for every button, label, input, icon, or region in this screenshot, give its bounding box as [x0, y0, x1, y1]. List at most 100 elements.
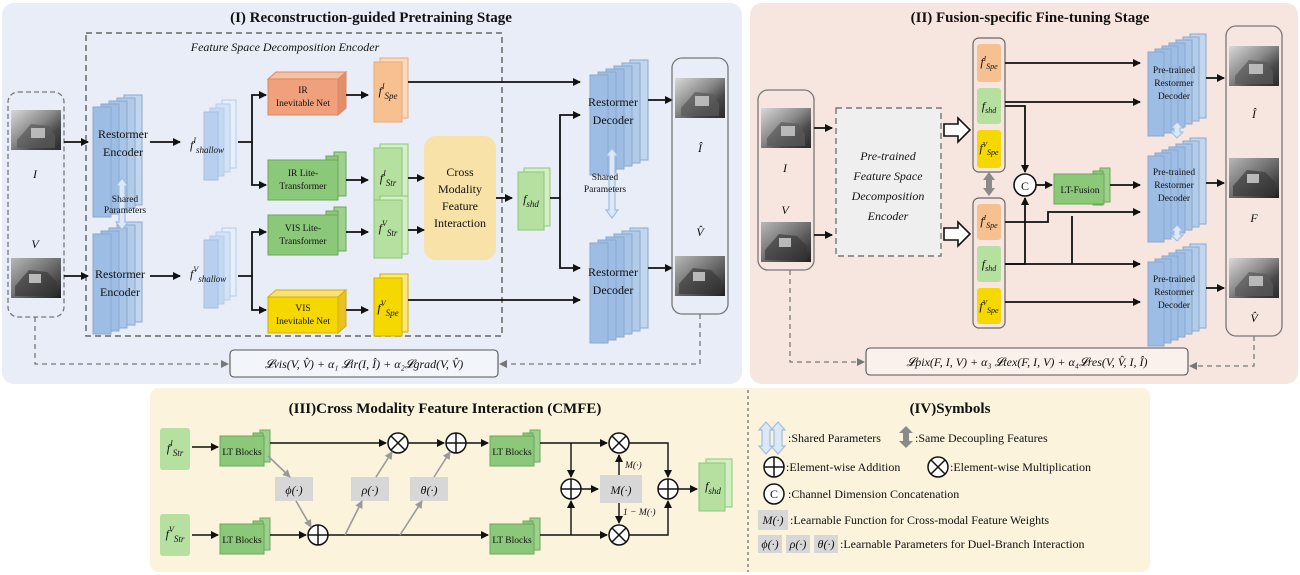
- input-ir-image: [11, 110, 61, 150]
- s2-shared-arrow-1-icon: [1169, 121, 1185, 139]
- s2-f-spe-ir-bottom: [977, 204, 1001, 240]
- symbol-same-decoupling-label: :Same Decoupling Features: [915, 431, 1048, 445]
- svg-text:Pre-trained: Pre-trained: [1153, 275, 1195, 285]
- pretrained-decoder-ir: Pre-trained Restormer Decoder: [1147, 33, 1207, 137]
- svg-text:fIshallow: fIshallow: [190, 136, 224, 155]
- svg-text:Decoder: Decoder: [1158, 301, 1191, 311]
- theta-box: [410, 477, 448, 501]
- stage3-title: (III)Cross Modality Feature Interaction …: [289, 401, 602, 417]
- symbol-concat-icon: [763, 483, 785, 505]
- symbol-mul-label: :Element-wise Multiplication: [950, 460, 1091, 474]
- s2-output-ir-image: [1229, 46, 1279, 86]
- pretrained-decoder-fused: Pre-trained Restormer Decoder: [1147, 137, 1207, 243]
- symbol-same-decoupling-icon: [899, 426, 913, 448]
- lt-blocks-ir-2: LT Blocks: [489, 429, 541, 467]
- same-decoupling-arrow-icon: [983, 172, 995, 196]
- symbol-shared-params-label: :Shared Parameters: [788, 431, 881, 445]
- svg-text:Restormer: Restormer: [95, 267, 145, 281]
- svg-text:LT Blocks: LT Blocks: [222, 448, 262, 458]
- s2-output-fused-image: [1229, 158, 1279, 198]
- input-vis-image: [11, 258, 61, 298]
- svg-text:LT-Fusion: LT-Fusion: [1061, 186, 1100, 196]
- stage2-input-ir-label: I: [782, 161, 788, 175]
- input-ir-label: I: [32, 167, 38, 181]
- svg-text:Pre-trained: Pre-trained: [1153, 168, 1195, 178]
- svg-text:Feature Space: Feature Space: [852, 169, 923, 183]
- output-ir-label: Î: [697, 141, 703, 155]
- svg-text:Restormer: Restormer: [588, 95, 638, 109]
- vis-lite-transformer: VIS Lite- Transformer: [267, 206, 347, 256]
- m-func-box: [600, 475, 642, 503]
- svg-text:Decomposition: Decomposition: [851, 189, 925, 203]
- svg-text:Encoder: Encoder: [100, 285, 140, 299]
- symbol-m-box: [758, 510, 788, 530]
- phi-box: [275, 477, 313, 501]
- f-spe-ir: fISpe: [373, 57, 409, 123]
- svg-text:Feature: Feature: [442, 199, 478, 213]
- restormer-encoder-ir: Restormer Encoder: [92, 94, 148, 218]
- svg-text:ρ(·): ρ(·): [789, 537, 807, 551]
- s2-f-shd-top: [977, 88, 1001, 124]
- s3-f-shd-front: [698, 462, 726, 512]
- hollow-arrow-bottom-icon: [943, 220, 972, 248]
- pretrained-decoder-vis: Pre-trained Restormer Decoder: [1147, 243, 1207, 347]
- shared-params-arrow-icon: [114, 177, 130, 231]
- stage2-input-ir-image: [761, 108, 811, 148]
- svg-text:fVshallow: fVshallow: [190, 265, 226, 284]
- svg-text:Modality: Modality: [438, 182, 482, 196]
- ir-lite-transformer: IR Lite- Transformer: [267, 151, 347, 201]
- f-str-vis: fVStr: [373, 195, 409, 259]
- svg-text:M(·): M(·): [610, 483, 632, 497]
- s2-f-spe-vis-bottom: [977, 288, 1001, 324]
- svg-text:Interaction: Interaction: [434, 216, 486, 230]
- symbol-rho-box: [786, 535, 810, 553]
- stage1-loss-box: [229, 349, 499, 378]
- symbol-phi-box: [758, 535, 782, 553]
- ir-inevitable-net: IR Inevitable Net: [266, 70, 348, 117]
- restormer-encoder-vis: Restormer Encoder: [92, 221, 145, 335]
- svg-text:Decoder: Decoder: [593, 113, 634, 127]
- svg-text:Restormer: Restormer: [588, 265, 638, 279]
- svg-text:Decoder: Decoder: [593, 283, 634, 297]
- svg-text:ϕ(·): ϕ(·): [285, 483, 302, 497]
- restormer-decoder-ir: Restormer Decoder: [588, 59, 649, 176]
- svg-text:Transformer: Transformer: [279, 181, 327, 192]
- s2-output-vis-label: V̂: [1250, 311, 1259, 325]
- s3-f-str-vis: [160, 514, 190, 556]
- s2-f-spe-vis-top: [977, 130, 1001, 168]
- s2-output-ir-label: Î: [1251, 107, 1257, 121]
- lt-blocks-vis-2: LT Blocks: [489, 517, 541, 555]
- stage2-title: (II) Fusion-specific Fine-tuning Stage: [911, 10, 1150, 26]
- symbol-learnable-params-label: :Learnable Parameters for Duel-Branch In…: [840, 537, 1085, 551]
- f-shd-block: fshd: [517, 167, 551, 231]
- symbol-shared-params-icon: [757, 421, 787, 455]
- lt-blocks-ir-1: LT Blocks: [219, 429, 271, 467]
- s2-shared-arrow-2-icon: [1169, 224, 1185, 242]
- svg-text:Pre-trained: Pre-trained: [859, 149, 917, 163]
- f-spe-vis: fVSpe: [373, 273, 409, 337]
- s3-f-str-ir: [160, 428, 190, 470]
- svg-text:θ(·): θ(·): [818, 537, 835, 551]
- svg-text:θ(·): θ(·): [421, 483, 438, 497]
- stage4-title: (IV)Symbols: [910, 401, 991, 417]
- decoder-shared-arrow-icon: [604, 147, 620, 219]
- symbol-add-label: :Element-wise Addition: [786, 460, 900, 474]
- svg-text:IR: IR: [298, 86, 308, 96]
- m-top-label: M(·): [624, 460, 642, 471]
- svg-text:ρ(·): ρ(·): [361, 483, 379, 497]
- stage2-loss: 𝓛pix(F, I, V) + α₃ 𝓛tex(F, I, V) + α₄𝓛re…: [907, 355, 1148, 369]
- stage2-input-vis-label: V: [781, 203, 790, 217]
- input-vis-label: V: [31, 237, 40, 251]
- stage2-input-group: [757, 89, 815, 271]
- s2-f-shd-bottom: [977, 246, 1001, 282]
- symbol-learnable-func-label: :Learnable Function for Cross-modal Feat…: [790, 513, 1049, 527]
- svg-text:Pre-trained: Pre-trained: [1153, 66, 1195, 76]
- lt-fusion-block: LT-Fusion: [1053, 167, 1111, 206]
- svg-text:M(·): M(·): [762, 513, 784, 527]
- output-ir-image: [675, 78, 725, 118]
- svg-text:Encoder: Encoder: [103, 145, 143, 159]
- restormer-decoder-vis: Restormer Decoder: [588, 227, 649, 344]
- svg-text:C: C: [770, 487, 778, 501]
- s2-f-spe-ir: [977, 44, 1001, 82]
